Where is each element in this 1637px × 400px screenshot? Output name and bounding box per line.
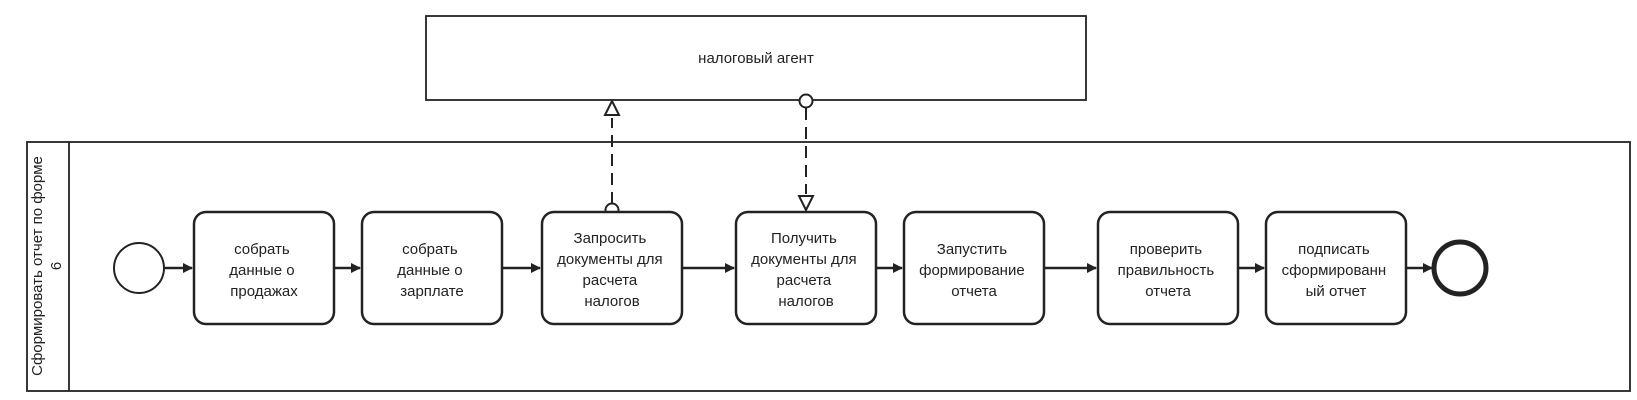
task-t2-line: данные о bbox=[397, 262, 462, 279]
task-t6-line: правильность bbox=[1118, 262, 1215, 279]
task-t2-line: зарплате bbox=[400, 283, 464, 300]
task-t4-label: Получить документы для расчета налогов bbox=[751, 230, 861, 310]
task-t2[interactable]: собрать данные о зарплате bbox=[360, 210, 504, 326]
pool-label-line2: 6 bbox=[48, 262, 65, 270]
pool-label: Сформировать отчет по форме 6 bbox=[29, 156, 65, 376]
task-t3-label: Запросить документы для расчета налогов bbox=[557, 230, 667, 310]
task-t5-line: формирование bbox=[919, 262, 1025, 279]
start-event[interactable] bbox=[113, 242, 165, 294]
task-t4-line: налогов bbox=[778, 293, 833, 310]
task-t6-line: проверить bbox=[1130, 241, 1203, 258]
task-t3-line: документы для bbox=[557, 251, 663, 268]
task-t3-line: Запросить bbox=[574, 230, 647, 247]
task-t7[interactable]: подписать сформированн ый отчет bbox=[1264, 210, 1408, 326]
task-t4-box bbox=[734, 210, 878, 326]
task-t3-line: налогов bbox=[584, 293, 639, 310]
task-t3-box bbox=[540, 210, 684, 326]
task-t6[interactable]: проверить правильность отчета bbox=[1096, 210, 1240, 326]
task-t5-label: Запустить формирование отчета bbox=[919, 241, 1029, 300]
participant-label: налоговый агент bbox=[698, 50, 814, 67]
task-t4-line: расчета bbox=[777, 272, 832, 289]
task-t1-box bbox=[192, 210, 336, 326]
message-flow-arrowhead bbox=[797, 195, 815, 213]
pool-label-line1: Сформировать отчет по форме bbox=[29, 156, 46, 376]
task-t7-label: подписать сформированн ый отчет bbox=[1282, 241, 1391, 300]
participant-box[interactable] bbox=[425, 15, 1087, 101]
task-t6-box bbox=[1096, 210, 1240, 326]
task-t2-box bbox=[360, 210, 504, 326]
task-t7-line: ый отчет bbox=[1306, 283, 1367, 300]
task-t3-line: расчета bbox=[583, 272, 638, 289]
task-t2-line: собрать bbox=[402, 241, 458, 258]
task-t4[interactable]: Получить документы для расчета налогов bbox=[734, 210, 878, 326]
task-t3[interactable]: Запросить документы для расчета налогов bbox=[540, 210, 684, 326]
message-flow-arrowhead bbox=[603, 98, 621, 116]
message-flow-response[interactable] bbox=[797, 93, 815, 213]
task-t1-line: данные о bbox=[229, 262, 294, 279]
task-t1-line: собрать bbox=[234, 241, 290, 258]
task-t1[interactable]: собрать данные о продажах bbox=[192, 210, 336, 326]
task-t5-line: Запустить bbox=[937, 241, 1007, 258]
task-t7-line: сформированн bbox=[1282, 262, 1387, 279]
task-t1-label: собрать данные о продажах bbox=[229, 241, 298, 300]
task-t1-line: продажах bbox=[230, 283, 298, 300]
task-t2-label: собрать данные о зарплате bbox=[397, 241, 466, 300]
task-t4-line: документы для bbox=[751, 251, 857, 268]
task-t5-box bbox=[902, 210, 1046, 326]
task-t7-line: подписать bbox=[1298, 241, 1370, 258]
task-t6-label: проверить правильность отчета bbox=[1118, 241, 1219, 300]
message-flow-source-circle bbox=[798, 93, 814, 109]
task-t7-box bbox=[1264, 210, 1408, 326]
task-t6-line: отчета bbox=[1145, 283, 1191, 300]
end-event[interactable] bbox=[1431, 239, 1489, 297]
task-t5-line: отчета bbox=[951, 283, 997, 300]
task-t5[interactable]: Запустить формирование отчета bbox=[902, 210, 1046, 326]
task-t4-line: Получить bbox=[771, 230, 837, 247]
